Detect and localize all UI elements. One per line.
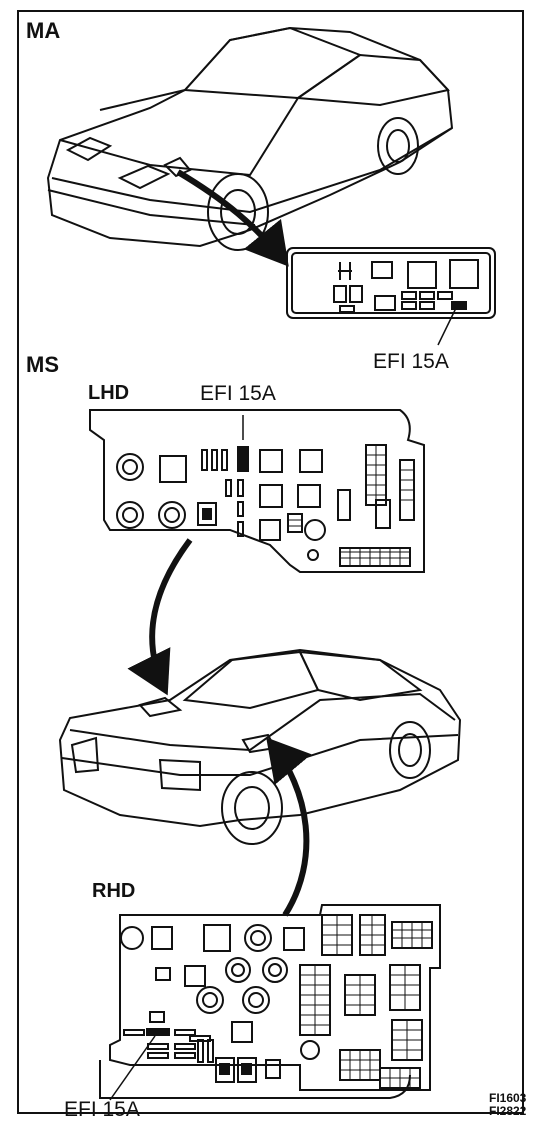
lhd-fuse-label: EFI 15A (200, 382, 276, 406)
rhd-fuse-leader (110, 1036, 155, 1100)
lhd-fuse-box (90, 410, 424, 572)
rhd-title: RHD (92, 880, 135, 903)
ma-section-title: MA (26, 18, 60, 44)
lhd-title: LHD (88, 382, 129, 405)
rhd-grid-detail (300, 915, 432, 1088)
ma-fuse-box (287, 248, 495, 318)
ma-sports-car (48, 28, 452, 250)
rhd-fuse-label: EFI 15A (64, 1098, 140, 1122)
figure-code-2: FI2822 (489, 1105, 526, 1118)
rhd-fuse-box (100, 905, 440, 1098)
ma-fuse-label: EFI 15A (373, 350, 449, 374)
lhd-arrow (152, 540, 190, 690)
ms-section-title: MS (26, 352, 59, 378)
ms-sedan (60, 650, 460, 844)
rhd-arrow (270, 742, 306, 915)
